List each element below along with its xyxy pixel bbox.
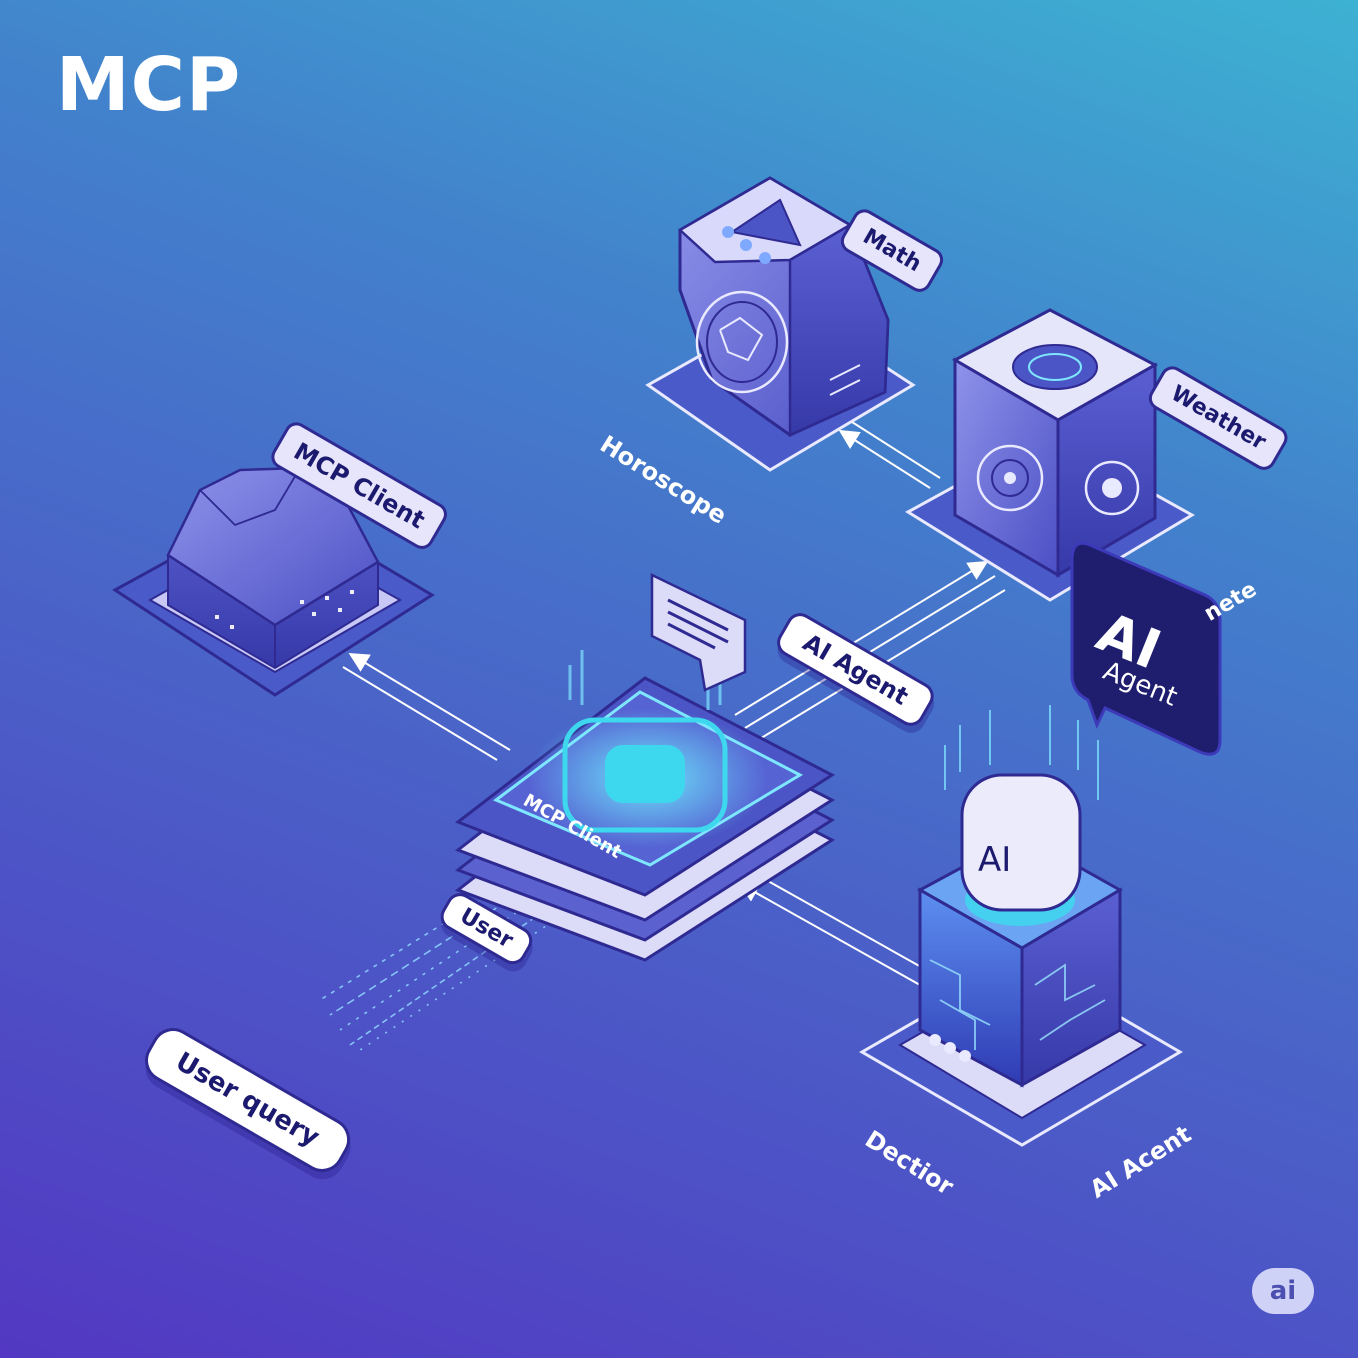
- tower-chip-label: AI: [978, 840, 1012, 880]
- ai-badge: ai: [1252, 1268, 1314, 1314]
- ai-agent-card[interactable]: [1070, 541, 1222, 756]
- weather-server-node[interactable]: [905, 308, 1196, 602]
- connector-tower-to-hub: [738, 871, 931, 986]
- mcp-hub[interactable]: [454, 650, 836, 962]
- message-bubble-icon: [650, 573, 747, 692]
- connector-hub-to-client: [342, 652, 511, 761]
- client-crystal-node[interactable]: [112, 466, 435, 697]
- decision-tower-node[interactable]: [859, 705, 1183, 1147]
- connector-weather-to-horoscope: [838, 421, 941, 489]
- page-title: MCP: [56, 42, 242, 128]
- horoscope-server-node[interactable]: [645, 176, 916, 472]
